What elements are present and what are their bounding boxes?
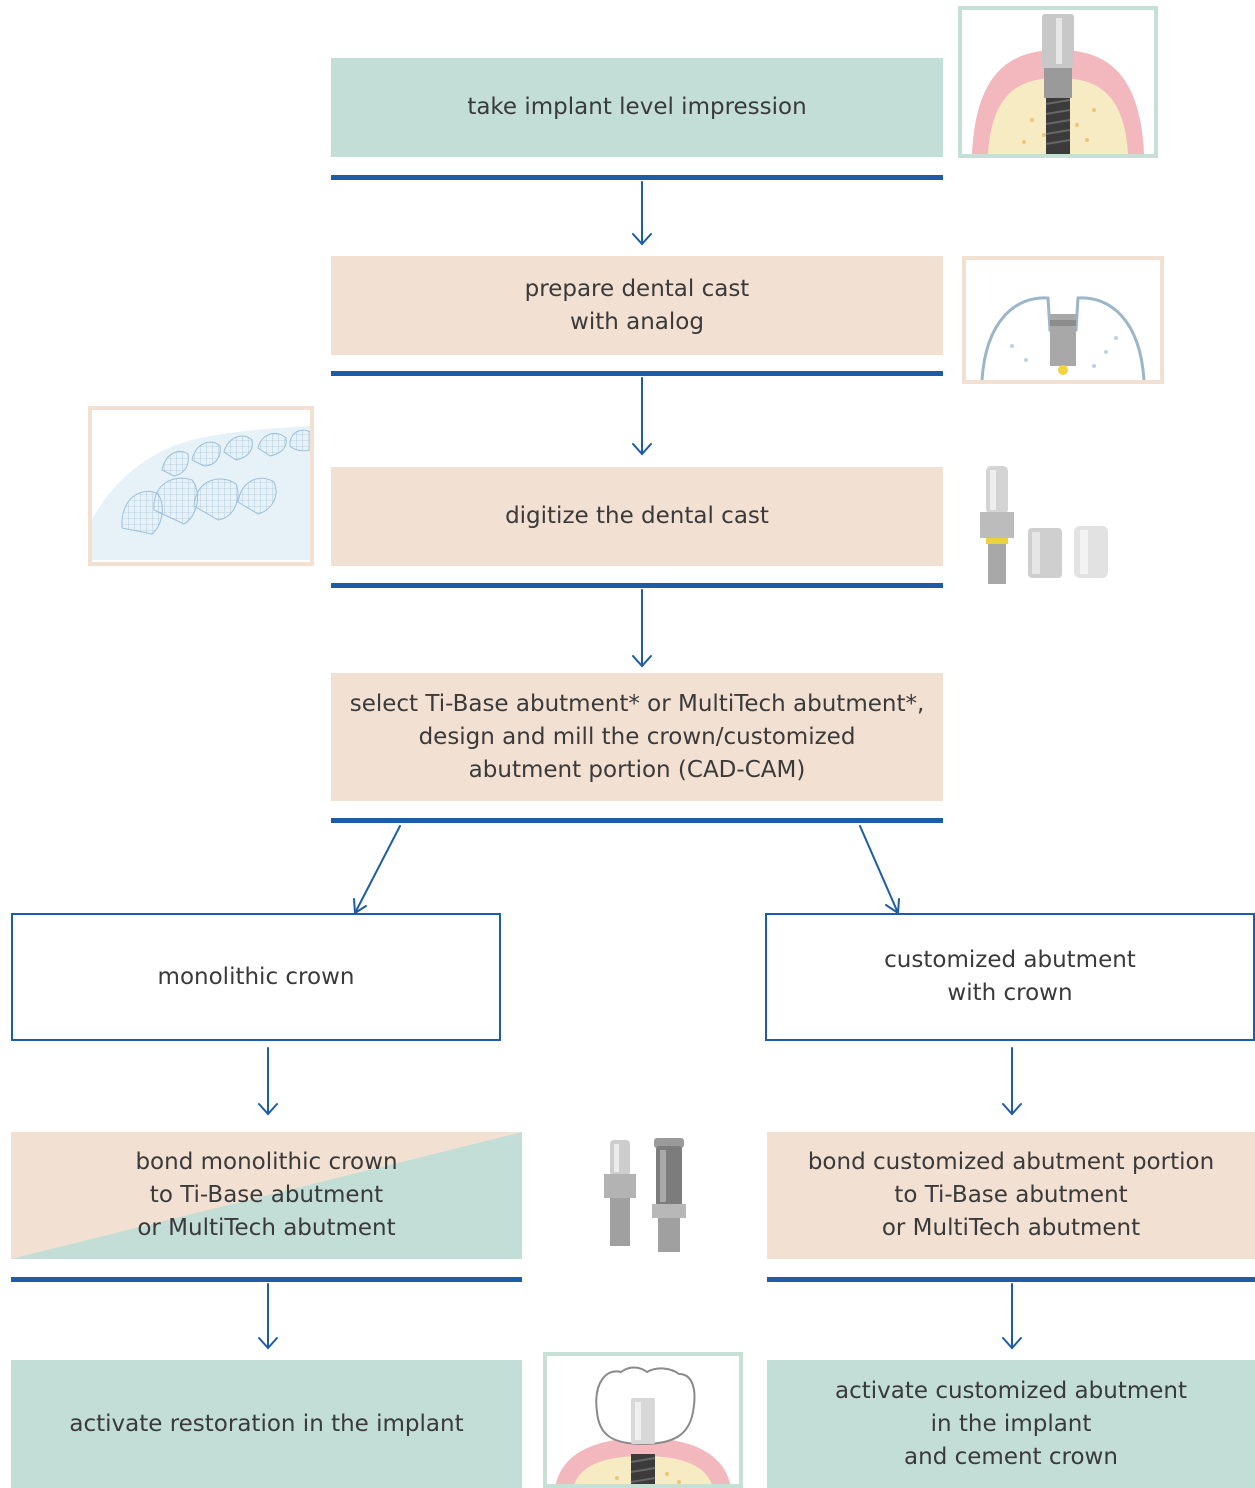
step-line: bond customized abutment portion: [807, 1149, 1215, 1175]
step-bond-customized-abutment: bond customized abutment portion to Ti-B…: [767, 1132, 1255, 1259]
step-line: take implant level impression: [467, 94, 807, 120]
step-line: prepare dental cast: [524, 275, 750, 302]
step-line: and cement crown: [904, 1443, 1118, 1470]
abutment-pair-icon: [596, 1134, 704, 1260]
step-line: to Ti-Base abutment: [894, 1182, 1128, 1208]
step-line: with analog: [570, 308, 704, 335]
arrow-down-icon: [632, 181, 652, 246]
step-line: bond monolithic crown: [135, 1149, 398, 1175]
dental-cast-analog-icon: [962, 256, 1164, 384]
step-line: digitize the dental cast: [505, 503, 769, 529]
step-line: monolithic crown: [157, 963, 355, 990]
impression-post-icon: [958, 6, 1158, 158]
ti-base-abutment-set-icon: [968, 462, 1118, 592]
option-monolithic-crown: monolithic crown: [11, 913, 501, 1041]
arrow-down-icon: [258, 1047, 278, 1116]
crown-on-implant-icon: [543, 1352, 743, 1488]
step-activate-customized-abutment: activate customized abutment in the impl…: [767, 1360, 1255, 1488]
step-line: activate customized abutment: [835, 1377, 1187, 1404]
step-prepare-cast: prepare dental cast with analog: [331, 256, 943, 355]
option-customized-abutment: customized abutment with crown: [765, 913, 1255, 1041]
arrow-down-icon: [1002, 1283, 1022, 1350]
divider-bar: [331, 583, 943, 588]
step-activate-restoration: activate restoration in the implant: [11, 1360, 522, 1488]
arrow-down-icon: [1002, 1047, 1022, 1116]
step-bond-monolithic-crown: bond monolithic crown to Ti-Base abutmen…: [11, 1132, 522, 1259]
step-line: or MultiTech abutment: [137, 1215, 396, 1241]
divider-bar: [11, 1277, 522, 1282]
step-select-design-mill: select Ti-Base abutment* or MultiTech ab…: [331, 673, 943, 801]
step-line: in the implant: [930, 1410, 1092, 1437]
divider-bar: [331, 175, 943, 180]
arrow-down-icon: [258, 1283, 278, 1350]
divider-bar: [331, 371, 943, 376]
arrow-down-icon: [632, 589, 652, 668]
arrow-branch-left-icon: [353, 825, 401, 915]
divider-bar: [331, 818, 943, 823]
step-line: design and mill the crown/customized: [418, 723, 856, 750]
arrow-branch-right-icon: [859, 825, 900, 915]
step-line: to Ti-Base abutment: [149, 1182, 384, 1208]
arrow-down-icon: [632, 377, 652, 456]
step-digitize: digitize the dental cast: [331, 467, 943, 566]
step-line: with crown: [947, 980, 1073, 1006]
divider-bar: [767, 1277, 1255, 1282]
step-line: or MultiTech abutment: [881, 1215, 1141, 1241]
digitized-teeth-mesh-icon: [88, 406, 314, 566]
step-take-impression: take implant level impression: [331, 58, 943, 157]
step-line: abutment portion (CAD-CAM): [468, 756, 806, 783]
step-line: customized abutment: [884, 947, 1136, 973]
step-line: activate restoration in the implant: [69, 1410, 464, 1437]
step-line: select Ti-Base abutment* or MultiTech ab…: [349, 690, 925, 717]
